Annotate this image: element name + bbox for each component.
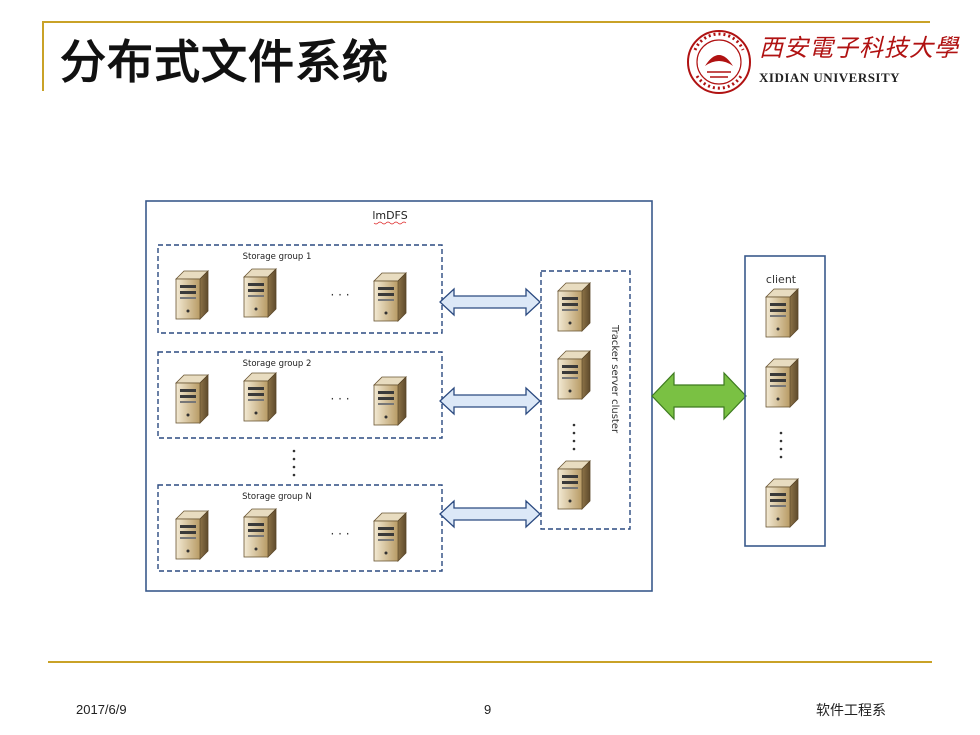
footer-divider <box>48 661 932 663</box>
server-icon <box>765 478 799 528</box>
server-icon <box>373 376 407 426</box>
architecture-diagram: lmDFS Storage group 1 · · · Storage grou… <box>134 193 832 602</box>
storage-group-1-label: Storage group 1 <box>243 252 312 262</box>
university-logo <box>687 30 751 94</box>
ellipsis-horizontal: · · · <box>330 288 349 302</box>
server-icon <box>557 282 591 332</box>
storage-group-2-label: Storage group 2 <box>243 359 312 369</box>
ellipsis-horizontal: · · · <box>330 527 349 541</box>
storage-group-2-box <box>157 351 443 439</box>
green-double-arrow-icon <box>651 371 747 421</box>
title-underline <box>42 21 930 23</box>
ellipsis-vertical-client <box>779 431 783 459</box>
server-icon <box>243 372 277 422</box>
server-icon <box>557 350 591 400</box>
footer-department: 软件工程系 <box>816 703 886 719</box>
server-icon <box>557 460 591 510</box>
client-box <box>744 255 826 547</box>
university-name-cn: 西安電子科技大學 <box>759 34 959 62</box>
storage-group-1-box <box>157 244 443 334</box>
university-name-en: XIDIAN UNIVERSITY <box>759 70 901 85</box>
tracker-cluster-box <box>540 270 631 530</box>
ellipsis-vertical-groups <box>292 449 296 477</box>
server-icon <box>373 272 407 322</box>
server-icon <box>175 510 209 560</box>
ellipsis-horizontal: · · · <box>330 392 349 406</box>
server-icon <box>243 508 277 558</box>
page-title: 分布式文件系统 <box>60 35 389 89</box>
page-number: 9 <box>484 702 492 717</box>
server-icon <box>175 374 209 424</box>
server-icon <box>175 270 209 320</box>
ellipsis-vertical-tracker <box>572 423 576 451</box>
university-seal-icon <box>687 30 751 94</box>
title-left-rule <box>42 21 44 91</box>
server-icon <box>765 358 799 408</box>
server-icon <box>373 512 407 562</box>
system-label: lmDFS <box>372 209 407 222</box>
footer-date: 2017/6/9 <box>76 702 127 717</box>
client-label: client <box>766 273 797 286</box>
server-icon <box>243 268 277 318</box>
storage-group-n-box <box>157 484 443 572</box>
storage-group-n-label: Storage group N <box>242 492 312 502</box>
tracker-label: Tracker server cluster <box>609 324 620 434</box>
server-icon <box>765 288 799 338</box>
